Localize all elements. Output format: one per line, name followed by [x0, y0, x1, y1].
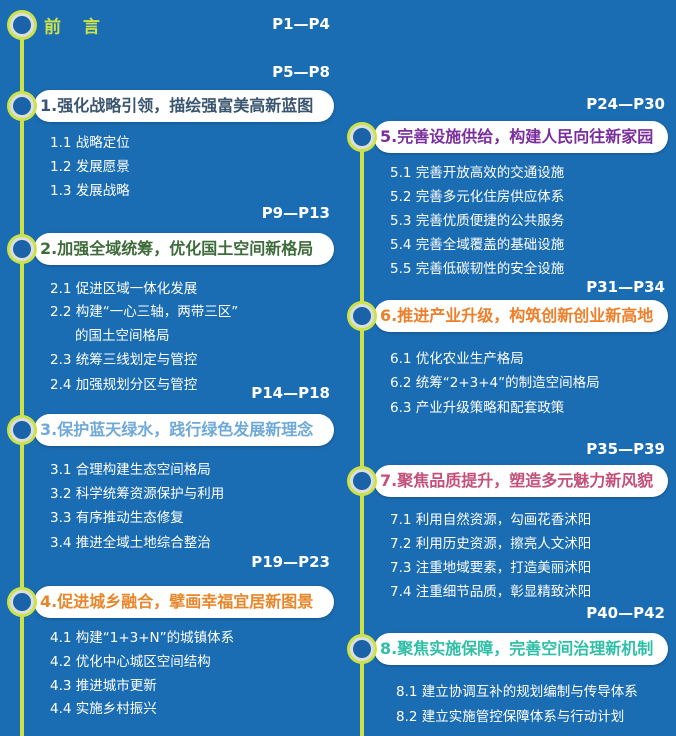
- section-item[interactable]: 2.2 构建“一心三轴，两带三区”: [50, 304, 239, 320]
- timeline-node-icon: [10, 237, 34, 261]
- timeline-node-icon: [10, 94, 34, 118]
- section-item[interactable]: 1.1 战略定位: [50, 135, 130, 151]
- chapter-heading-6[interactable]: 6.推进产业升级，构筑创新创业新高地: [374, 300, 668, 332]
- section-item[interactable]: 5.4 完善全域覆盖的基础设施: [390, 237, 565, 253]
- chapter-pages: P31—P34: [586, 278, 665, 296]
- section-item[interactable]: 5.5 完善低碳韧性的安全设施: [390, 261, 565, 277]
- chapter-heading-7[interactable]: 7.聚焦品质提升，塑造多元魅力新风貌: [374, 465, 668, 497]
- timeline-left: [20, 25, 24, 736]
- chapter-pages: P19—P23: [251, 553, 330, 571]
- chapter-heading-3[interactable]: 3.保护蓝天绿水，践行绿色发展新理念: [34, 414, 334, 446]
- chapter-heading-8[interactable]: 8.聚焦实施保障，完善空间治理新机制: [374, 633, 668, 665]
- timeline-node-icon: [350, 125, 374, 149]
- chapter-heading-2[interactable]: 2.加强全域统筹，优化国土空间新格局: [34, 233, 334, 265]
- section-item[interactable]: 5.1 完善开放高效的交通设施: [390, 165, 565, 181]
- chapter-pages: P24—P30: [586, 95, 665, 113]
- timeline-node-icon: [350, 469, 374, 493]
- chapter-heading-1[interactable]: 1.强化战略引领，描绘强富美高新蓝图: [34, 90, 334, 122]
- section-item[interactable]: 8.1 建立协调互补的规划编制与传导体系: [396, 684, 638, 700]
- preface-heading[interactable]: 前 言: [44, 17, 108, 38]
- section-item[interactable]: 4.2 优化中心城区空间结构: [50, 654, 211, 670]
- chapter-pages: P5—P8: [272, 63, 330, 81]
- section-item[interactable]: 8.2 建立实施管控保障体系与行动计划: [396, 709, 625, 725]
- section-item[interactable]: 1.2 发展愿景: [50, 159, 130, 175]
- section-item[interactable]: 4.4 实施乡村振兴: [50, 701, 157, 717]
- section-item[interactable]: 1.3 发展战略: [50, 183, 130, 199]
- section-item[interactable]: 5.2 完善多元化住房供应体系: [390, 189, 565, 205]
- section-item[interactable]: 6.1 优化农业生产格局: [390, 351, 524, 367]
- chapter-pages: P14—P18: [251, 384, 330, 402]
- chapter-heading-4[interactable]: 4.促进城乡融合，擘画幸福宜居新图景: [34, 586, 334, 618]
- chapter-pages: P9—P13: [261, 204, 330, 222]
- section-item[interactable]: 2.3 统筹三线划定与管控: [50, 352, 198, 368]
- section-item[interactable]: 4.3 推进城市更新: [50, 678, 157, 694]
- section-item[interactable]: 7.3 注重地域要素，打造美丽沭阳: [390, 560, 592, 576]
- section-item[interactable]: 6.2 统筹“2+3+4”的制造空间格局: [390, 375, 600, 391]
- timeline-node-icon: [350, 304, 374, 328]
- section-item[interactable]: 3.1 合理构建生态空间格局: [50, 462, 211, 478]
- timeline-node-icon: [10, 590, 34, 614]
- section-item[interactable]: 7.1 利用自然资源，勾画花香沭阳: [390, 512, 592, 528]
- section-item[interactable]: 的国土空间格局: [75, 328, 170, 344]
- chapter-pages: P40—P42: [586, 604, 665, 622]
- section-item[interactable]: 4.1 构建“1+3+N”的城镇体系: [50, 630, 235, 646]
- section-item[interactable]: 6.3 产业升级策略和配套政策: [390, 400, 565, 416]
- section-item[interactable]: 7.2 利用历史资源，擦亮人文沭阳: [390, 536, 592, 552]
- section-item[interactable]: 5.3 完善优质便捷的公共服务: [390, 213, 565, 229]
- timeline-right: [360, 135, 364, 736]
- chapter-pages: P35—P39: [586, 440, 665, 458]
- section-item[interactable]: 7.4 注重细节品质，彰显精致沭阳: [390, 584, 592, 600]
- section-item[interactable]: 3.2 科学统筹资源保护与利用: [50, 486, 225, 502]
- section-item[interactable]: 2.1 促进区域一体化发展: [50, 281, 198, 297]
- timeline-node-icon: [350, 637, 374, 661]
- preface-pages: P1—P4: [272, 15, 330, 33]
- section-item[interactable]: 3.4 推进全域土地综合整治: [50, 535, 211, 551]
- chapter-heading-5[interactable]: 5.完善设施供给，构建人民向往新家园: [374, 121, 668, 153]
- timeline-node-icon: [10, 13, 34, 37]
- section-item[interactable]: 3.3 有序推动生态修复: [50, 510, 184, 526]
- timeline-node-icon: [10, 418, 34, 442]
- section-item[interactable]: 2.4 加强规划分区与管控: [50, 377, 198, 393]
